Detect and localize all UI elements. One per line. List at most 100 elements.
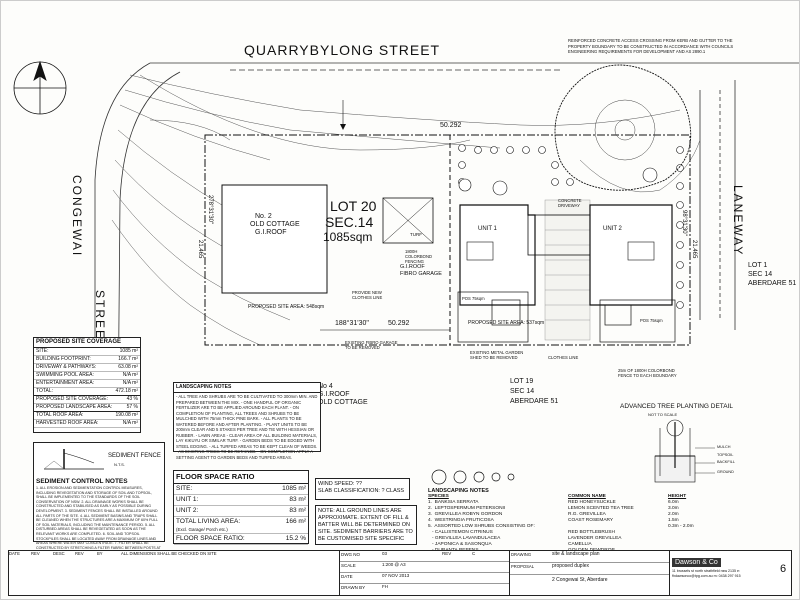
fsr-ratio-label: FLOOR SPACE RATIO: <box>176 535 245 542</box>
no4-roof: G.I.ROOF <box>318 391 350 398</box>
site-coverage-value: N/A m² <box>122 372 138 378</box>
site-address: 2 Congewai St, Aberdare <box>552 577 608 583</box>
planting-species: 3. GREVILLEA ROBYN GORDON <box>428 512 503 517</box>
right-length: 21.465 <box>691 240 697 259</box>
planting-species: - GREVILLEA LAVANDULACEA <box>428 536 501 541</box>
height-header: HEIGHT <box>668 494 687 499</box>
site-coverage-value: N/A m² <box>122 420 138 426</box>
turf-label: TURF <box>410 232 422 237</box>
site-coverage-row: PROPOSED SITE COVERAGE:43 % <box>34 396 140 404</box>
pos-1-label: POS 75sqm <box>462 296 485 301</box>
private-open-space <box>457 291 676 343</box>
site-coverage-row: HARVESTED ROOF AREA:N/A m² <box>34 420 140 428</box>
site-coverage-value: 472.18 m² <box>115 388 138 394</box>
dwg-no-value: 03 <box>382 551 388 556</box>
planting-species: 2. LEPTOSPERMUM PETERSONII <box>428 506 506 511</box>
garage-outline <box>382 197 434 244</box>
site-coverage-label: SITE: <box>36 348 49 354</box>
fsr-unit2-value: 83 m² <box>289 507 306 514</box>
planting-species: - JAPONICA & SASONQUA <box>428 542 492 547</box>
east-laneway-name: LANEWAY <box>731 185 745 257</box>
sediment-notes-title: SEDIMENT CONTROL NOTES <box>36 478 128 485</box>
date-value: 07 NOV 2013 <box>382 573 410 578</box>
site-coverage-row: SITE: 1085 m² <box>34 348 140 356</box>
fsr-unit1-row: UNIT 1: 83 m² <box>174 495 308 506</box>
site-coverage-row: DRIVEWAY & PATHWAYS: 63.08 m² <box>34 364 140 372</box>
shrub-markers <box>458 144 684 309</box>
site-coverage-value: 57 % <box>126 404 138 410</box>
driveway-paving <box>544 199 591 341</box>
main-lot-number: LOT 20 <box>330 198 377 214</box>
planting-height: 1.5m <box>668 518 679 523</box>
planting-symbols <box>431 469 515 485</box>
tree-detail-backfill: BACKFILL <box>717 460 735 464</box>
species-header: SPECIES <box>428 494 449 499</box>
sediment-fence-diagram <box>43 449 104 470</box>
rev-header-by: BY <box>97 551 103 556</box>
planting-title: LANDSCAPING NOTES <box>428 488 489 494</box>
planting-species: 1. BANKSIA SERRATA <box>428 500 479 505</box>
proposed-site-area-2: PROPOSED SITE AREA: 537sqm <box>468 320 545 326</box>
site-coverage-value: 1085 m² <box>119 348 138 354</box>
planting-common: R.G. GREVILLEA <box>568 512 606 517</box>
drawn-value: FH <box>382 584 388 589</box>
colorbond-boundary-note: 25m OF 1800H COLORBOND FENCE TO EACH BOU… <box>618 368 677 378</box>
planting-height: 6.0m <box>668 500 679 505</box>
drawing-label: DRAWING <box>511 552 532 557</box>
fsr-ratio-value: 15.2 % <box>285 535 306 542</box>
tree-planting-detail-drawing <box>654 419 715 483</box>
access-crossing-note: REINFORCED CONCRETE ACCESS CROSSING FROM… <box>568 38 734 54</box>
dwg-no-label: DWG NO <box>341 552 360 557</box>
site-coverage-row: SWIMMING POOL AREA:N/A m² <box>34 372 140 380</box>
planting-row: 5. ASSORTED LOW SHRUBS CONSISTING OF: 0.3… <box>428 524 718 530</box>
site-coverage-label: PROPOSED LANDSCAPE AREA: <box>36 404 113 410</box>
fsr-total-label: TOTAL LIVING AREA: <box>176 518 241 525</box>
site-coverage-label: DRIVEWAY & PATHWAYS: <box>36 364 97 370</box>
firm-block: Dawson & Co 11 brussels st north strathf… <box>669 551 778 595</box>
planting-height: 0.3m - 2.0m <box>668 524 694 529</box>
revision-header-row: DATE REV DESC REV BY <box>9 551 119 561</box>
north-street-name: QUARRYBYLONG STREET <box>244 42 441 58</box>
garage-roof-label: G.I.ROOF <box>400 264 425 270</box>
dwg-no-row: DWG NO 03 REV C <box>340 551 510 562</box>
firm-logo: Dawson & Co <box>672 558 721 567</box>
rev-value: C <box>472 551 476 556</box>
duplex-units <box>459 204 673 306</box>
sediment-control-box: SEDIMENT FENCE N.T.S. SEDIMENT CONTROL N… <box>33 442 165 554</box>
site-coverage-label: ENTERTAINMENT AREA: <box>36 380 95 386</box>
existing-metal-note: EXISTING METAL GARDEN SHED TO BE REMOVED <box>470 350 524 360</box>
fsr-site-row: SITE: 1085 m² <box>174 484 308 495</box>
fsr-total-value: 166 m² <box>285 518 306 525</box>
existing-fibro-note: EXISTING FIBRO GARAGE TO BE REMOVED <box>345 340 398 350</box>
landscaping-notes-box: LANDSCAPING NOTES - ALL TREE AND SHRUBS … <box>173 382 321 460</box>
rev-header-desc: DESC <box>53 551 65 556</box>
rev-label: REV <box>442 551 452 556</box>
tree-detail-mulch: MULCH <box>717 445 731 449</box>
fsr-site-label: SITE: <box>176 485 193 492</box>
top-length: 50.292 <box>440 122 462 129</box>
planting-height: 3.0m <box>668 506 679 511</box>
drawing-value: site & landscape plan <box>552 551 600 557</box>
existing-tree-canopy <box>554 64 692 191</box>
site-coverage-value: N/A m² <box>122 380 138 386</box>
no4-type: OLD COTTAGE <box>318 399 368 406</box>
fsr-unit1-value: 83 m² <box>289 496 306 503</box>
planting-species: 5. ASSORTED LOW SHRUBS CONSISTING OF: <box>428 524 535 529</box>
fsr-unit1-label: UNIT 1: <box>176 496 199 503</box>
fsr-total-row: TOTAL LIVING AREA: 166 m² <box>174 517 308 527</box>
sediment-fence-label: SEDIMENT FENCE <box>108 453 161 459</box>
site-coverage-value: 63.08 m² <box>118 364 138 370</box>
ground-lines-note: NOTE: ALL GROUND LINES ARE APPROXIMATE. … <box>315 505 417 545</box>
site-coverage-row: TOTAL:472.18 m² <box>34 388 140 396</box>
wind-speed-box: WIND SPEED: ?? SLAB CLASSIFICATION: ? CL… <box>315 478 410 500</box>
site-coverage-value: 43 % <box>126 396 138 402</box>
fsr-site-value: 1085 m² <box>282 485 306 492</box>
